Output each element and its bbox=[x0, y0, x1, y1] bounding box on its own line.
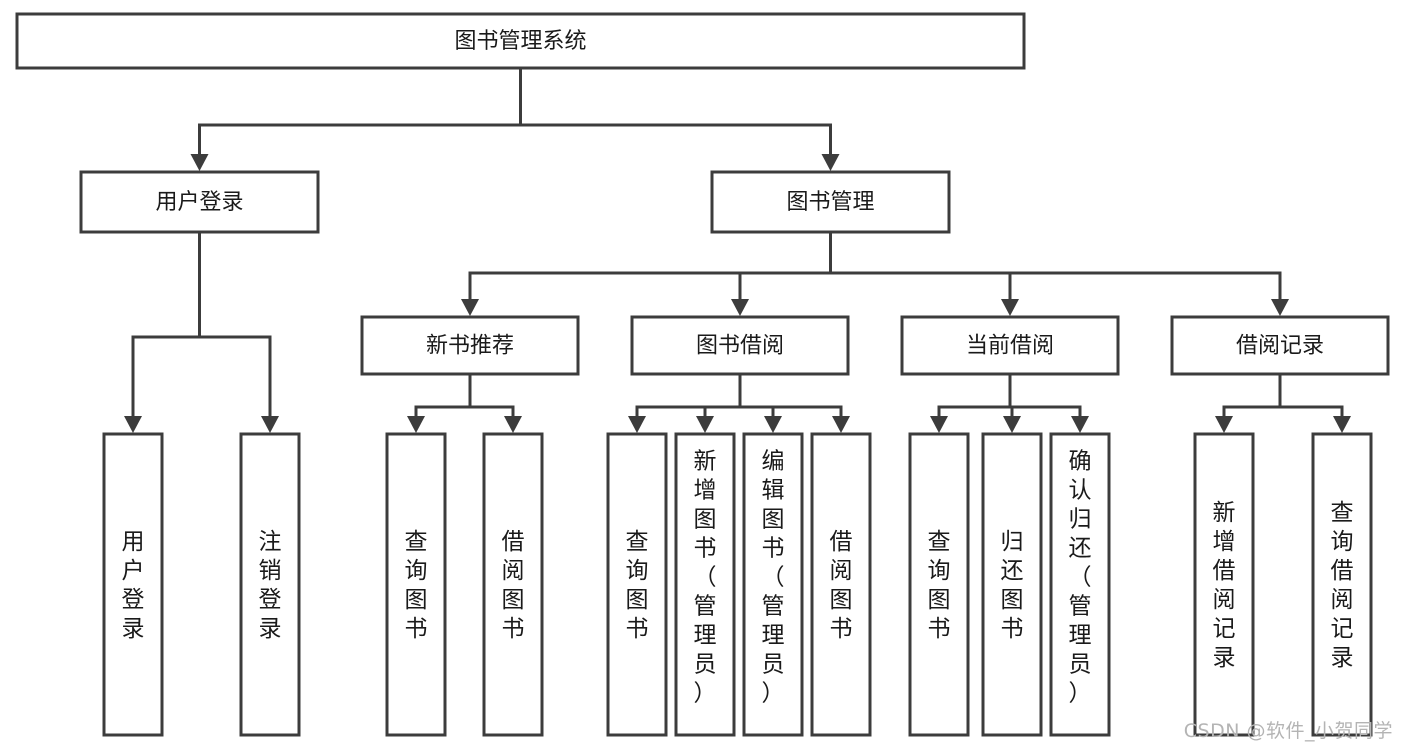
arrow-head-icon bbox=[1071, 416, 1089, 433]
node-box[interactable] bbox=[102, 432, 164, 737]
node-label: 借阅图书 bbox=[502, 529, 525, 642]
node-box[interactable] bbox=[1170, 315, 1390, 376]
arrow-head-icon bbox=[1271, 299, 1289, 316]
arrow-head-icon bbox=[190, 154, 209, 171]
node-借阅记录[interactable]: 借阅记录 bbox=[1170, 315, 1390, 376]
node-label: 借阅图书 bbox=[830, 529, 853, 642]
node-box[interactable] bbox=[606, 432, 668, 737]
node-box[interactable] bbox=[1193, 432, 1255, 737]
node-label: 查询图书 bbox=[405, 529, 428, 642]
arrow-head-icon bbox=[821, 154, 840, 171]
arrow-head-icon bbox=[1001, 299, 1019, 316]
node-当前借阅[interactable]: 当前借阅 bbox=[900, 315, 1120, 376]
node-layer: 图书管理系统用户登录图书管理新书推荐图书借阅当前借阅借阅记录用户登录注销登录查询… bbox=[15, 12, 1390, 737]
node-label: 编辑图书（管理员） bbox=[762, 449, 785, 707]
node-编辑图书管理员[interactable]: 编辑图书（管理员） bbox=[742, 432, 804, 737]
node-注销登录[interactable]: 注销登录 bbox=[239, 432, 301, 737]
arrow-head-icon bbox=[764, 416, 782, 433]
node-label: 用户登录 bbox=[155, 190, 243, 215]
arrow-head-icon bbox=[261, 416, 279, 433]
node-box[interactable] bbox=[810, 432, 872, 737]
node-查询图书[interactable]: 查询图书 bbox=[606, 432, 668, 737]
node-label: 新增图书（管理员） bbox=[694, 449, 717, 707]
node-归还图书[interactable]: 归还图书 bbox=[981, 432, 1043, 737]
arrow-head-icon bbox=[731, 299, 749, 316]
node-用户登录[interactable]: 用户登录 bbox=[102, 432, 164, 737]
node-label: 确认归还（管理员） bbox=[1069, 449, 1092, 707]
node-box[interactable] bbox=[900, 315, 1120, 376]
arrow-head-icon bbox=[1003, 416, 1021, 433]
node-label: 用户登录 bbox=[122, 529, 145, 642]
arrow-head-icon bbox=[696, 416, 714, 433]
arrow-head-icon bbox=[124, 416, 142, 433]
node-box[interactable] bbox=[15, 12, 1026, 70]
node-label: 查询借阅记录 bbox=[1331, 500, 1354, 671]
arrow-head-icon bbox=[1333, 416, 1351, 433]
arrow-head-icon bbox=[407, 416, 425, 433]
node-box[interactable] bbox=[981, 432, 1043, 737]
node-label: 图书管理系统 bbox=[454, 29, 586, 54]
node-label: 归还图书 bbox=[1001, 529, 1024, 642]
arrow-head-icon bbox=[461, 299, 479, 316]
node-新书推荐[interactable]: 新书推荐 bbox=[360, 315, 580, 376]
node-box[interactable] bbox=[239, 432, 301, 737]
node-label: 新书推荐 bbox=[426, 334, 514, 359]
node-查询图书[interactable]: 查询图书 bbox=[385, 432, 447, 737]
node-label: 查询图书 bbox=[626, 529, 649, 642]
node-box[interactable] bbox=[630, 315, 850, 376]
arrow-head-icon bbox=[504, 416, 522, 433]
node-用户登录[interactable]: 用户登录 bbox=[79, 170, 320, 234]
node-label: 借阅记录 bbox=[1236, 334, 1324, 359]
node-图书管理[interactable]: 图书管理 bbox=[710, 170, 951, 234]
node-label: 当前借阅 bbox=[966, 334, 1054, 359]
node-label: 查询图书 bbox=[928, 529, 951, 642]
node-box[interactable] bbox=[710, 170, 951, 234]
node-图书借阅[interactable]: 图书借阅 bbox=[630, 315, 850, 376]
node-新增图书管理员[interactable]: 新增图书（管理员） bbox=[674, 432, 736, 737]
node-新增借阅记录[interactable]: 新增借阅记录 bbox=[1193, 432, 1255, 737]
arrow-head-icon bbox=[832, 416, 850, 433]
node-label: 图书管理 bbox=[786, 190, 874, 215]
node-借阅图书[interactable]: 借阅图书 bbox=[482, 432, 544, 737]
node-box[interactable] bbox=[385, 432, 447, 737]
arrow-head-icon bbox=[1215, 416, 1233, 433]
connector-layer bbox=[124, 66, 1351, 433]
node-借阅图书[interactable]: 借阅图书 bbox=[810, 432, 872, 737]
node-label: 注销登录 bbox=[259, 529, 282, 642]
arrow-head-icon bbox=[930, 416, 948, 433]
node-box[interactable] bbox=[742, 432, 804, 737]
node-确认归还管理员[interactable]: 确认归还（管理员） bbox=[1049, 432, 1111, 737]
node-box[interactable] bbox=[1049, 432, 1111, 737]
node-box[interactable] bbox=[79, 170, 320, 234]
node-图书管理系统[interactable]: 图书管理系统 bbox=[15, 12, 1026, 70]
node-查询图书[interactable]: 查询图书 bbox=[908, 432, 970, 737]
node-box[interactable] bbox=[482, 432, 544, 737]
node-box[interactable] bbox=[1311, 432, 1373, 737]
arrow-head-icon bbox=[628, 416, 646, 433]
node-box[interactable] bbox=[908, 432, 970, 737]
node-查询借阅记录[interactable]: 查询借阅记录 bbox=[1311, 432, 1373, 737]
node-box[interactable] bbox=[674, 432, 736, 737]
node-label: 图书借阅 bbox=[696, 334, 784, 359]
node-box[interactable] bbox=[360, 315, 580, 376]
node-label: 新增借阅记录 bbox=[1213, 500, 1236, 671]
